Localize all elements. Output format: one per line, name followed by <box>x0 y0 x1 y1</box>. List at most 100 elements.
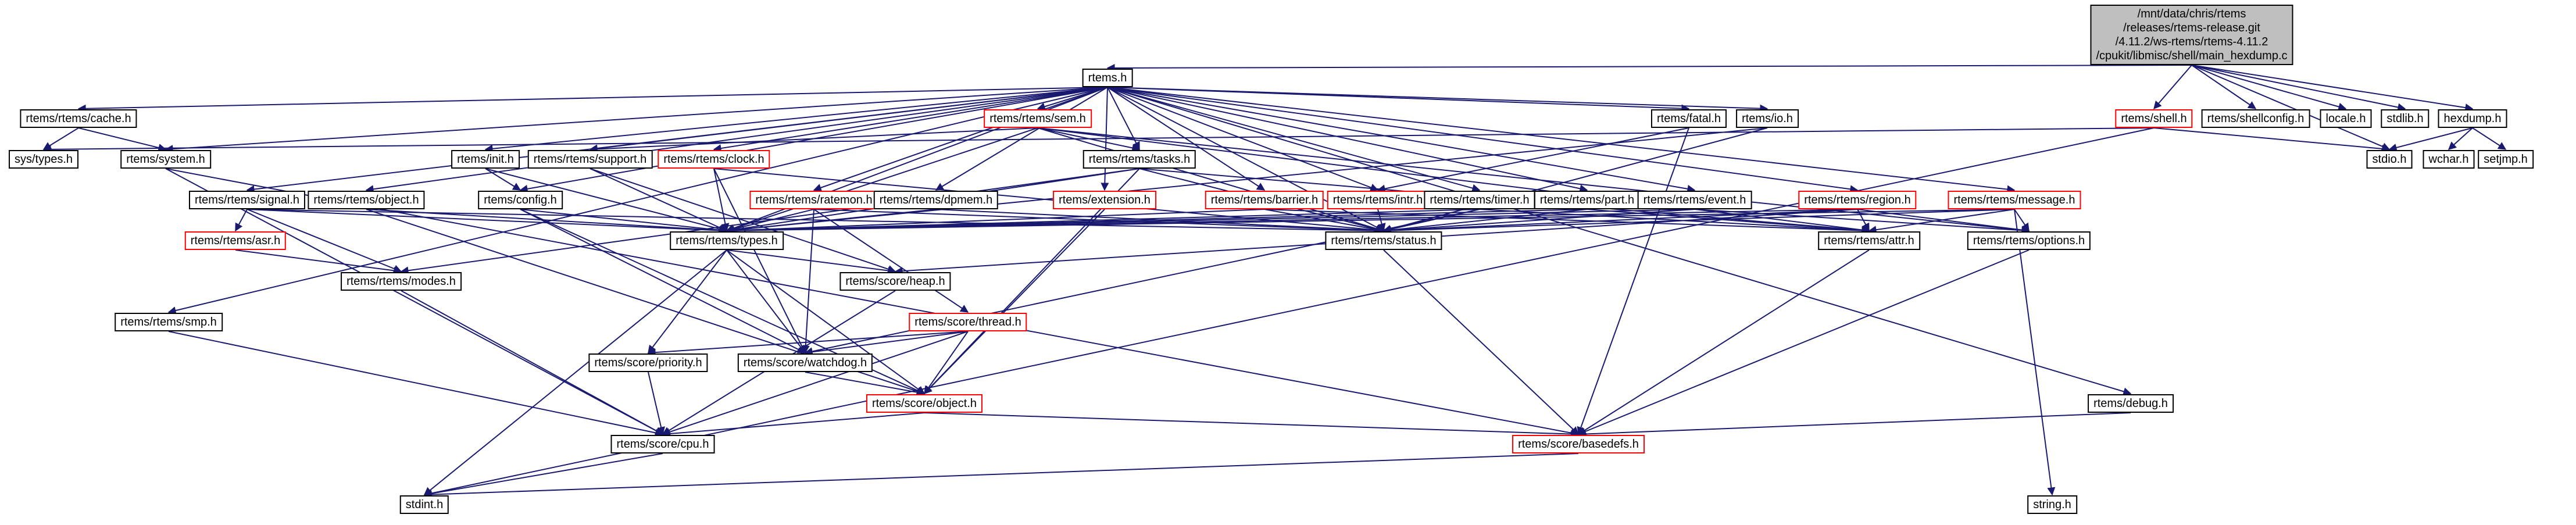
include-edge-cpu-to-stdint <box>423 453 663 498</box>
graph-node-wchar[interactable]: wchar.h <box>2423 150 2475 169</box>
graph-node-sem[interactable]: rtems/rtems/sem.h <box>984 109 1092 128</box>
include-edge-main-to-shell <box>2153 65 2192 110</box>
include-edge-status-to-basedefs <box>1383 249 1580 435</box>
include-edge-shell-to-stdio <box>2153 127 2391 153</box>
graph-node-clock[interactable]: rtems/rtems/clock.h <box>658 150 770 169</box>
include-edge-signal-to-modes <box>246 209 402 273</box>
include-edge-config-to-types <box>520 209 728 234</box>
include-edge-options-to-basedefs <box>1577 249 2030 435</box>
include-edge-config-to-watchdog <box>520 209 806 353</box>
include-edge-clock-to-types <box>713 168 730 232</box>
include-edge-support-to-types <box>589 168 728 232</box>
include-edge-types-to-heap <box>726 249 896 275</box>
graph-node-config[interactable]: rtems/config.h <box>478 191 563 209</box>
graph-node-stdio[interactable]: stdio.h <box>2366 150 2413 169</box>
graph-node-obj_classic[interactable]: rtems/rtems/object.h <box>308 191 425 209</box>
graph-node-region[interactable]: rtems/rtems/region.h <box>1798 191 1917 209</box>
graph-node-rtems[interactable]: rtems.h <box>1082 69 1133 87</box>
graph-node-main[interactable]: /mnt/data/chris/rtems/releases/rtems-rel… <box>2090 5 2293 65</box>
include-edge-main-to-stdio <box>2191 65 2391 151</box>
graph-node-intr[interactable]: rtems/rtems/intr.h <box>1327 191 1429 209</box>
include-edge-types-to-priority <box>648 249 727 354</box>
graph-node-smp[interactable]: rtems/rtems/smp.h <box>115 313 223 331</box>
include-edge-rtems-to-smp <box>167 87 1108 315</box>
include-edge-types-to-watchdog <box>726 249 806 354</box>
include-edge-signal-to-asr <box>235 209 248 232</box>
graph-node-obj_score[interactable]: rtems/score/object.h <box>866 394 983 413</box>
graph-node-cache[interactable]: rtems/rtems/cache.h <box>20 109 137 128</box>
graph-node-extension[interactable]: rtems/extension.h <box>1053 191 1156 209</box>
graph-node-timer[interactable]: rtems/rtems/timer.h <box>1424 191 1535 209</box>
graph-node-barrier[interactable]: rtems/rtems/barrier.h <box>1205 191 1324 209</box>
include-edge-message-to-types <box>726 209 2015 235</box>
graph-node-attr[interactable]: rtems/rtems/attr.h <box>1818 231 1920 250</box>
include-edge-signal-to-types <box>246 209 728 235</box>
include-edge-io-to-status <box>1382 127 1768 233</box>
graph-node-support[interactable]: rtems/rtems/support.h <box>527 150 653 169</box>
graph-node-options[interactable]: rtems/rtems/options.h <box>1967 231 2091 250</box>
include-edge-sem-to-status <box>1037 127 1385 233</box>
include-edge-sem-to-attr <box>1037 127 1870 234</box>
graph-node-io[interactable]: rtems/io.h <box>1736 109 1799 128</box>
include-edge-signal-to-status <box>246 209 1385 235</box>
include-edge-init-to-types <box>485 168 728 233</box>
include-edge-event-to-options <box>1694 209 2030 235</box>
graph-node-stdint[interactable]: stdint.h <box>399 495 449 514</box>
graph-node-basedefs[interactable]: rtems/score/basedefs.h <box>1512 435 1645 453</box>
graph-node-ratemon[interactable]: rtems/rtems/ratemon.h <box>749 191 878 209</box>
graph-node-debug[interactable]: rtems/debug.h <box>2088 394 2174 413</box>
include-edge-main-to-stdlib <box>2191 65 2406 112</box>
graph-node-modes[interactable]: rtems/rtems/modes.h <box>341 272 462 291</box>
graph-node-fatal[interactable]: rtems/fatal.h <box>1650 109 1727 128</box>
graph-node-line: /mnt/data/chris/rtems <box>2137 8 2246 20</box>
include-edge-fatal-to-basedefs <box>1577 127 1689 435</box>
graph-node-init[interactable]: rtems/init.h <box>451 150 520 169</box>
graph-node-part[interactable]: rtems/rtems/part.h <box>1534 191 1641 209</box>
graph-node-system[interactable]: rtems/system.h <box>120 150 211 169</box>
include-edge-obj_score-to-cpu <box>662 412 925 438</box>
graph-node-hexdump[interactable]: hexdump.h <box>2438 109 2507 128</box>
include-edge-init-to-config <box>485 168 521 191</box>
include-edge-modes-to-cpu <box>401 290 664 435</box>
include-edge-rtems-to-region <box>1107 87 1859 194</box>
graph-node-heap[interactable]: rtems/score/heap.h <box>839 272 951 291</box>
graph-node-event[interactable]: rtems/rtems/event.h <box>1637 191 1752 209</box>
graph-node-tasks[interactable]: rtems/rtems/tasks.h <box>1082 150 1196 169</box>
graph-node-cpu[interactable]: rtems/score/cpu.h <box>610 435 715 453</box>
graph-node-status[interactable]: rtems/rtems/status.h <box>1325 231 1442 250</box>
graph-node-shell[interactable]: rtems/shell.h <box>2115 109 2193 128</box>
graph-node-signal[interactable]: rtems/rtems/signal.h <box>188 191 306 209</box>
include-edge-obj_classic-to-types <box>366 209 728 235</box>
include-edge-support-to-heap <box>589 168 896 273</box>
include-edge-shell-to-sys_types <box>42 127 2155 153</box>
include-edge-message-to-attr <box>1868 209 2015 234</box>
include-edge-debug-to-basedefs <box>1577 412 2131 438</box>
graph-node-setjmp[interactable]: setjmp.h <box>2478 150 2534 169</box>
graph-node-types[interactable]: rtems/rtems/types.h <box>670 231 784 250</box>
graph-node-sys_types[interactable]: sys/types.h <box>8 150 79 169</box>
include-edge-cache-to-system <box>78 127 167 152</box>
graph-node-shellconfig[interactable]: rtems/shellconfig.h <box>2201 109 2310 128</box>
include-edge-thread-to-priority <box>647 331 969 357</box>
include-edge-rtems-to-barrier <box>1107 87 1266 191</box>
graph-node-stdlib[interactable]: stdlib.h <box>2381 109 2429 128</box>
include-edge-rtems-to-timer <box>1107 87 1481 192</box>
include-edge-dpmem-to-types <box>726 209 937 234</box>
include-edge-sem-to-options <box>1037 127 2030 234</box>
graph-node-message[interactable]: rtems/rtems/message.h <box>1948 191 2081 209</box>
include-edge-smp-to-cpu <box>168 331 664 437</box>
include-edge-fatal-to-intr <box>1377 127 1689 193</box>
include-edge-rtems-to-dpmem <box>935 87 1108 191</box>
graph-node-locale[interactable]: locale.h <box>2320 109 2372 128</box>
graph-node-dpmem[interactable]: rtems/rtems/dpmem.h <box>873 191 999 209</box>
include-edge-rtems-to-fatal <box>1107 87 1690 113</box>
include-edge-thread-to-obj_score <box>924 331 969 395</box>
graph-node-watchdog[interactable]: rtems/score/watchdog.h <box>737 353 873 372</box>
graph-node-asr[interactable]: rtems/rtems/asr.h <box>184 231 287 250</box>
graph-node-priority[interactable]: rtems/score/priority.h <box>588 353 708 372</box>
include-edge-rtems-to-clock <box>713 87 1108 152</box>
graph-node-thread[interactable]: rtems/score/thread.h <box>909 313 1027 331</box>
graph-node-string[interactable]: string.h <box>2027 495 2077 514</box>
include-edge-rtems-to-init <box>484 87 1108 153</box>
